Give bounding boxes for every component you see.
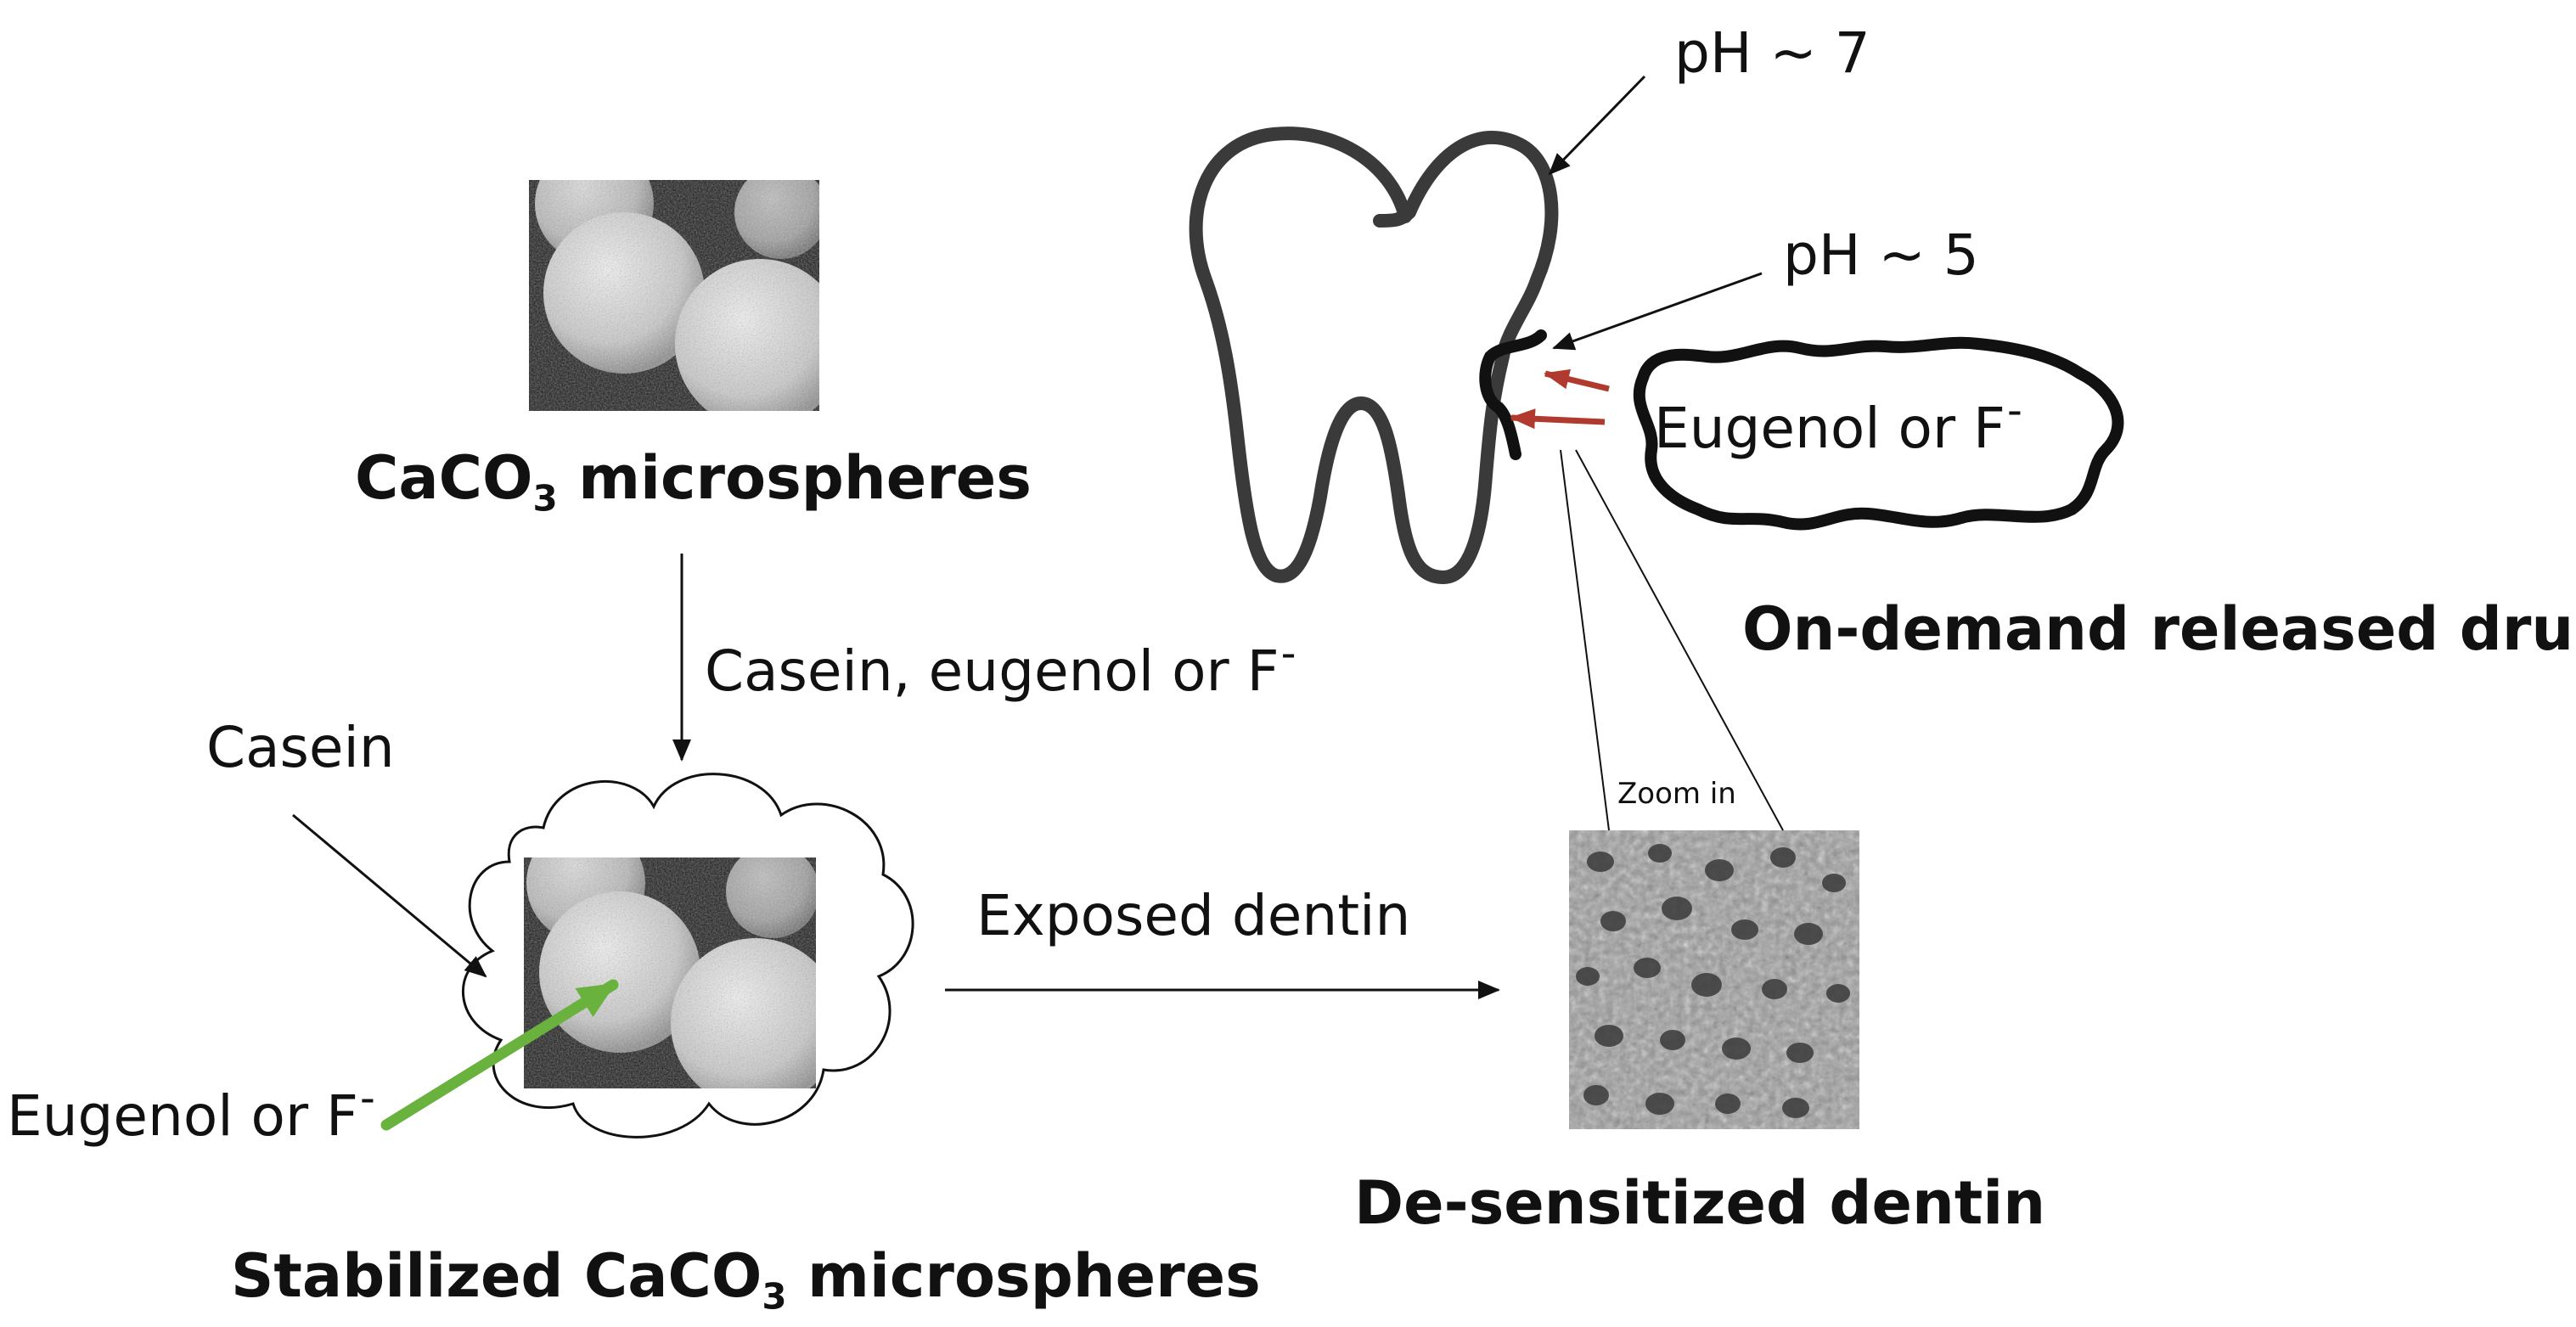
casein-label: Casein [206,715,395,780]
sem-image-stabilized [524,857,816,1088]
zoom-line-right [1575,449,1784,831]
desensitized-dentin-label: De-sensitized dentin [1354,1168,2046,1238]
on-demand-label: On-demand released drug [1742,594,2576,664]
casein-pointer-arrow [292,813,487,978]
red-release-arrow-2 [1510,408,1606,430]
caco3-microspheres-label: CaCO3 microspheres [355,443,1032,520]
exposed-dentin-label: Exposed dentin [976,883,1411,948]
drug-release-blob [1633,336,2124,531]
ph5-arrow [1552,272,1763,351]
green-loading-arrow [380,979,619,1131]
sem-image-caco3 [529,180,819,411]
zoom-in-label: Zoom in [1617,777,1736,811]
stabilized-microspheres-label: Stabilized CaCO3 microspheres [231,1241,1261,1318]
zoom-line-left [1560,449,1610,831]
ph7-label: pH ~ 7 [1674,20,1870,86]
tooth-cavity-notch [1479,329,1547,460]
eugenol-left-label: Eugenol or F- [7,1072,375,1149]
eugenol-right-label: Eugenol or F- [1654,385,2022,461]
ph5-label: pH ~ 5 [1783,222,1979,288]
reagents-label: Casein, eugenol or F- [705,627,1296,704]
sem-image-dentin [1569,830,1859,1129]
tooth-outline [1189,127,1559,584]
ph7-arrow [1548,75,1646,176]
red-release-arrow-1 [1544,368,1610,392]
